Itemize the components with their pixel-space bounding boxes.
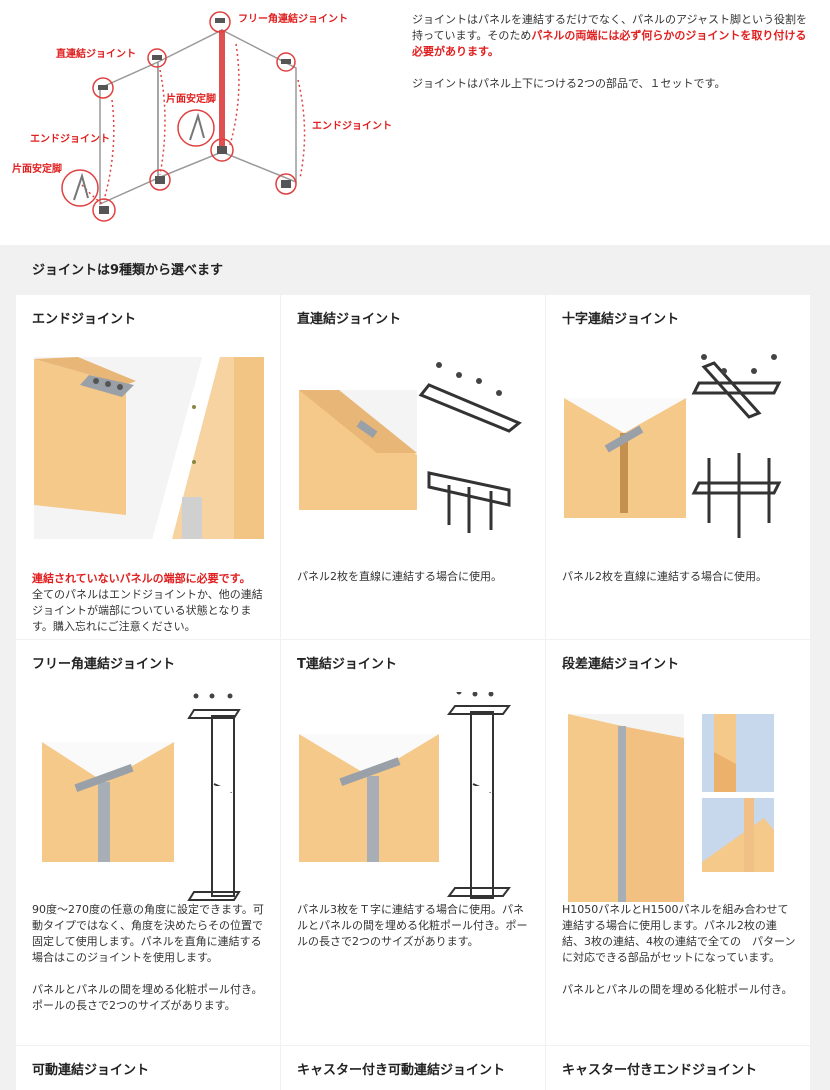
label-straight-joint: 直連結ジョイント [56,49,136,60]
card-description: パネル3枚をＴ字に連結する場合に使用。パネルとパネルの間を埋める化粧ポール付き。… [297,903,528,948]
label-one-side-stand-left: 片面安定脚 [12,164,62,175]
label-one-side-stand-center: 片面安定脚 [166,94,216,105]
straight-joint-photo [299,362,522,533]
end-joint-photo [34,357,264,539]
t-joint-photo [299,692,511,899]
joint-grid: エンドジョイント 連結されていないパネルの端部に必要です。全てのパネルはエンドジ… [16,295,810,1090]
card-title: キャスター付き可動連結ジョイント [297,1063,506,1078]
joint-types-section: ジョイントは9種類から選べます エンドジョイント [0,245,830,1090]
card-title: エンドジョイント [32,312,137,327]
card-step-joint: 段差連結ジョイント H1050パネルとH1500パネルを組み合わせて連結する場合… [546,640,810,1045]
card-free-corner-joint: フリー角連結ジョイント [16,640,280,1045]
step-joint-photo [568,714,774,902]
section-title: ジョイントは9種類から選べます [32,263,224,278]
intro-paragraph-1: ジョイントはパネルを連結するだけでなく、パネルのアジャスト脚という役割を持ってい… [412,13,808,58]
card-movable-joint: 可動連結ジョイント [16,1046,280,1090]
card-title: 十字連結ジョイント [562,312,680,327]
cross-joint-photo [564,354,782,538]
card-title: 段差連結ジョイント [562,657,680,672]
card-description: 連結されていないパネルの端部に必要です。全てのパネルはエンドジョイントか、他の連… [32,572,263,633]
card-title: 直連結ジョイント [297,312,402,327]
card-caster-movable-joint: キャスター付き可動連結ジョイント [281,1046,545,1090]
intro-text: ジョイントはパネルを連結するだけでなく、パネルのアジャスト脚という役割を持ってい… [412,12,812,108]
card-cross-joint: 十字連結ジョイント パネル2枚を直線に連結する [546,295,810,639]
intro-section: フリー角連結ジョイント 直連結ジョイント 片面安定脚 エンドジョイント エンドジ… [0,0,830,245]
card-end-joint: エンドジョイント 連結されていないパネルの端部に必要です。全てのパネルはエンドジ… [16,295,280,639]
card-description: パネル2枚を直線に連結する場合に使用。 [297,570,502,583]
card-t-joint: T連結ジョイント パネル [281,640,545,1045]
label-end-joint-right: エンドジョイント [312,121,392,132]
card-title: 可動連結ジョイント [32,1063,150,1078]
card-title: T連結ジョイント [297,657,397,672]
free-corner-joint-photo [42,693,241,901]
card-straight-joint: 直連結ジョイント パネル2枚を直線に連結する場合に使用。 [281,295,545,639]
card-description: パネル2枚を直線に連結する場合に使用。 [562,570,767,583]
label-end-joint-left: エンドジョイント [30,134,110,145]
panel-layout-illustration [61,11,306,222]
label-free-corner-joint: フリー角連結ジョイント [238,14,348,25]
card-title: フリー角連結ジョイント [32,657,176,672]
card-caster-end-joint: キャスター付きエンドジョイント [546,1046,810,1090]
card-description: H1050パネルとH1500パネルを組み合わせて連結する場合に使用します。パネル… [562,903,796,996]
card-description: 90度～270度の任意の角度に設定できます。可動タイプではなく、角度を決めたらそ… [32,903,264,1012]
panel-layout-diagram: フリー角連結ジョイント 直連結ジョイント 片面安定脚 エンドジョイント エンドジ… [0,0,400,240]
intro-paragraph-2: ジョイントはパネル上下につける2つの部品で、１セットです。 [412,77,726,90]
card-title: キャスター付きエンドジョイント [562,1063,758,1078]
